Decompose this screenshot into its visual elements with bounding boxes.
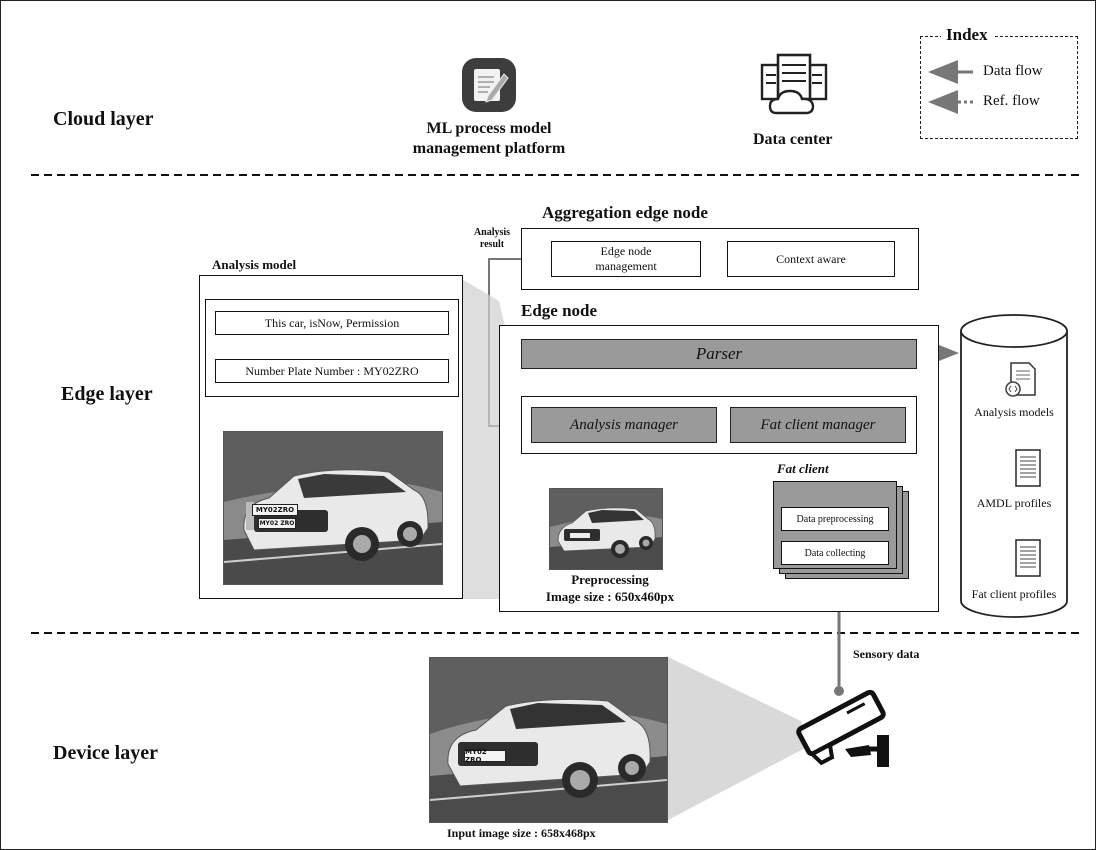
fat-client-title: Fat client bbox=[777, 461, 829, 476]
data-center-label: Data center bbox=[753, 131, 833, 148]
data-preprocessing-box: Data preprocessing bbox=[781, 507, 889, 531]
index-title: Index bbox=[941, 25, 993, 45]
parser-box: Parser bbox=[521, 339, 917, 369]
document-icon bbox=[1015, 449, 1041, 487]
legend-data-flow-label: Data flow bbox=[983, 63, 1043, 79]
edge-storage-cylinder bbox=[959, 313, 1069, 619]
fat-client-profiles-label: Fat client profiles bbox=[971, 587, 1057, 601]
edge-layer-label: Edge layer bbox=[61, 383, 153, 405]
input-plate: MY02 ZRO bbox=[464, 748, 506, 764]
amdl-profiles-label: AMDL profiles bbox=[976, 496, 1052, 510]
preprocessing-image bbox=[549, 488, 663, 570]
sensory-data-label: Sensory data bbox=[853, 647, 920, 661]
preprocessing-caption: Preprocessing Image size : 650x460px bbox=[545, 572, 675, 604]
cctv-camera-icon bbox=[791, 683, 903, 773]
edge-node-title: Edge node bbox=[521, 301, 598, 320]
code-document-icon bbox=[1003, 361, 1037, 397]
input-image-caption: Input image size : 658x468px bbox=[447, 826, 596, 840]
ml-platform-label: ML process model management platform bbox=[412, 120, 566, 157]
analysis-result-label: Analysis result bbox=[473, 227, 511, 250]
legend-ref-flow-label: Ref. flow bbox=[983, 93, 1040, 109]
analysis-models-label: Analysis models bbox=[974, 405, 1054, 419]
analysis-manager-box: Analysis manager bbox=[531, 407, 717, 443]
index-legend bbox=[920, 36, 1078, 139]
analysis-car-image: MY02ZRO MY02 ZRO bbox=[223, 431, 443, 585]
cloud-layer-label: Cloud layer bbox=[53, 108, 154, 130]
notepad-icon bbox=[460, 56, 518, 114]
plate-small: MY02 ZRO bbox=[258, 518, 296, 529]
fat-client-manager-box: Fat client manager bbox=[730, 407, 906, 443]
analysis-model-title: Analysis model bbox=[212, 257, 297, 272]
rule-row-permission: This car, isNow, Permission bbox=[215, 311, 449, 335]
context-aware-box: Context aware bbox=[727, 241, 895, 277]
device-layer-label: Device layer bbox=[53, 742, 158, 764]
rule-row-plate-number: Number Plate Number : MY02ZRO bbox=[215, 359, 449, 383]
input-car-image: MY02 ZRO bbox=[429, 657, 668, 823]
plate-highlight-label: MY02ZRO bbox=[252, 504, 298, 516]
data-collecting-box: Data collecting bbox=[781, 541, 889, 565]
data-center-icon bbox=[758, 53, 830, 117]
edge-node-management-box: Edge node management bbox=[551, 241, 701, 277]
document-icon bbox=[1015, 539, 1041, 577]
aggregation-title: Aggregation edge node bbox=[542, 203, 708, 222]
